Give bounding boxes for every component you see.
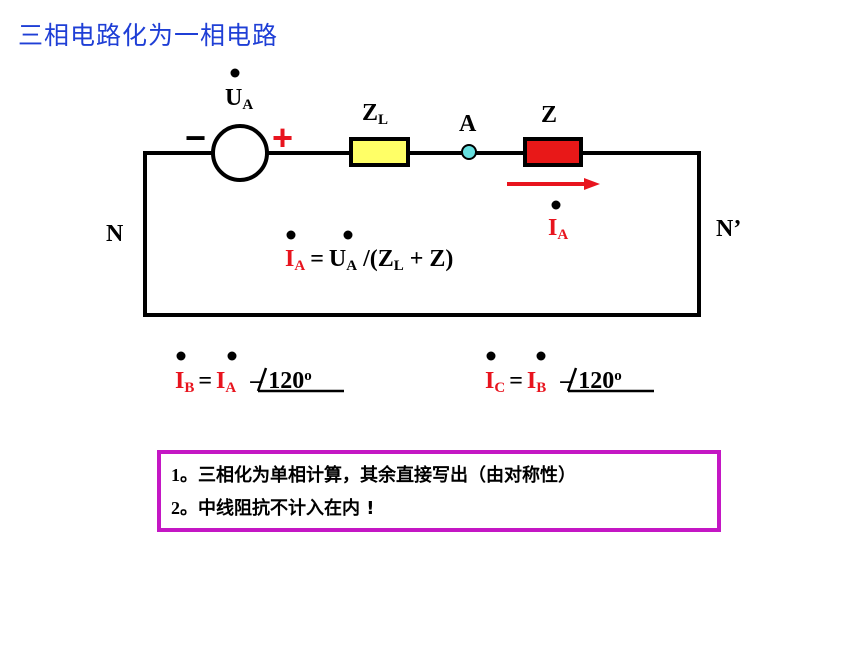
impedance-zl [349, 137, 410, 167]
phasor-dot-current [551, 200, 561, 210]
impedance-z-label: Z [541, 102, 557, 128]
notes-box: 1。三相化为单相计算，其余直接写出（由对称性） 2。中线阻抗不计入在内 ! [157, 450, 721, 532]
phasor-dot-ic-lhs [486, 351, 496, 361]
voltage-source [211, 124, 269, 182]
note-number: 1 [171, 465, 180, 485]
impedance-z [523, 137, 583, 167]
note-line-2: 2。中线阻抗不计入在内 ! [171, 492, 707, 525]
slide-title: 三相电路化为一相电路 [18, 21, 279, 50]
ic-angle-symbol [566, 367, 654, 393]
node-n-prime-label: N’ [716, 216, 741, 242]
note-number: 2 [171, 498, 180, 518]
ib-angle-symbol [256, 367, 344, 393]
node-a-label: A [459, 111, 477, 137]
current-arrow [507, 178, 600, 190]
phasor-dot-ib-lhs [176, 351, 186, 361]
note-text: 。中线阻抗不计入在内 ! [180, 498, 375, 519]
phasor-dot-formula-u [343, 230, 353, 240]
impedance-zl-label: ZL [362, 100, 388, 128]
main-formula: IA=UA/(ZL+ Z) [285, 246, 453, 274]
current-label: IA [548, 215, 568, 243]
note-line-1: 1。三相化为单相计算，其余直接写出（由对称性） [171, 459, 707, 492]
phasor-dot-ic-rhs [536, 351, 546, 361]
phasor-dot-source [230, 68, 240, 78]
node-a [461, 144, 477, 160]
node-n-label: N [106, 221, 124, 247]
source-voltage-label: UA [225, 85, 253, 113]
note-text: 。三相化为单相计算，其余直接写出（由对称性） [180, 465, 576, 486]
phasor-dot-formula-i [286, 230, 296, 240]
phasor-dot-ib-rhs [227, 351, 237, 361]
source-minus-sign: − [185, 117, 206, 158]
source-plus-sign: + [272, 117, 293, 158]
